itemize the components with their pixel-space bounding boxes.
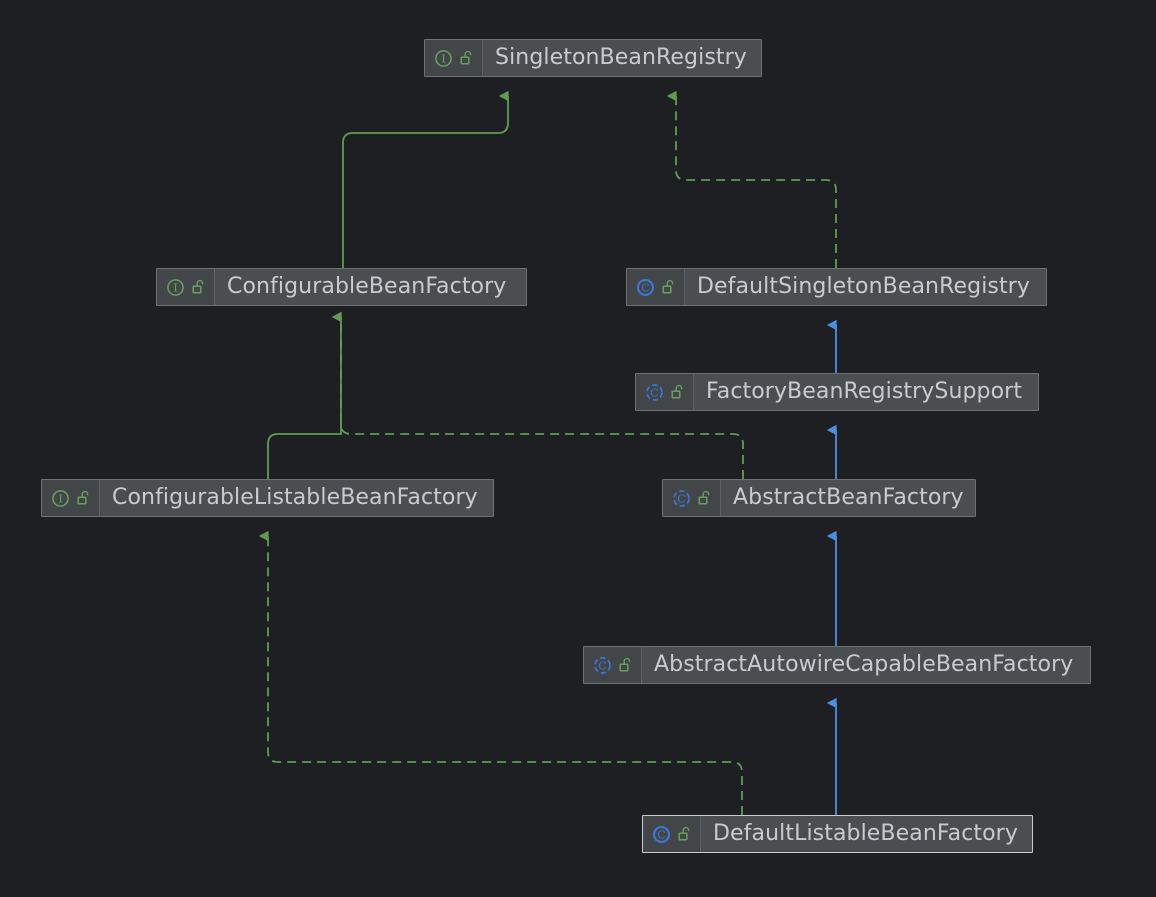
node-icon-gutter: C — [643, 816, 701, 852]
abstract-class-icon: C — [646, 383, 663, 401]
edge-default-singleton-bean-registry-implements-singleton-bean-registry[interactable] — [666, 90, 837, 268]
interface-icon: I — [435, 49, 452, 67]
node-label: ConfigurableBeanFactory — [227, 274, 507, 299]
uml-node-abstract-bean-factory[interactable]: C AbstractBeanFactory — [662, 479, 976, 517]
uml-node-default-listable-bean-factory[interactable]: C DefaultListableBeanFactory — [642, 815, 1033, 853]
node-icon-gutter: I — [42, 480, 100, 516]
node-icon-gutter: C — [627, 269, 685, 305]
abstract-class-icon: C — [673, 489, 690, 507]
node-icon-gutter: I — [425, 40, 483, 76]
node-icon-gutter: C — [584, 647, 642, 683]
svg-text:C: C — [650, 386, 658, 399]
svg-text:I: I — [173, 281, 177, 294]
node-label: SingletonBeanRegistry — [495, 45, 747, 70]
unlocked-padlock-icon — [678, 826, 690, 841]
svg-text:C: C — [677, 492, 685, 505]
unlocked-padlock-icon — [698, 490, 710, 505]
node-label: ConfigurableListableBeanFactory — [112, 485, 478, 510]
unlocked-padlock-icon — [77, 490, 89, 505]
svg-text:C: C — [641, 281, 649, 294]
interface-icon: I — [52, 489, 69, 507]
interface-icon: I — [167, 278, 184, 296]
unlocked-padlock-icon — [460, 50, 472, 65]
svg-text:C: C — [657, 828, 665, 841]
unlocked-padlock-icon — [662, 279, 674, 294]
svg-text:C: C — [598, 659, 606, 672]
uml-node-singleton-bean-registry[interactable]: I SingletonBeanRegistry — [424, 39, 762, 77]
svg-text:I: I — [441, 52, 445, 65]
node-label: DefaultSingletonBeanRegistry — [697, 274, 1030, 299]
unlocked-padlock-icon — [192, 279, 204, 294]
node-label: AbstractBeanFactory — [733, 485, 964, 510]
uml-node-default-singleton-bean-registry[interactable]: C DefaultSingletonBeanRegistry — [626, 268, 1047, 306]
unlocked-padlock-icon — [619, 657, 631, 672]
uml-node-configurable-bean-factory[interactable]: I ConfigurableBeanFactory — [156, 268, 527, 306]
node-label: FactoryBeanRegistrySupport — [706, 379, 1023, 404]
class-icon: C — [652, 825, 671, 843]
edge-configurable-bean-factory-extends-singleton-bean-registry[interactable] — [342, 90, 509, 268]
node-label: DefaultListableBeanFactory — [713, 821, 1018, 846]
edge-configurable-listable-bean-factory-extends-configurable-bean-factory[interactable] — [267, 311, 342, 479]
svg-text:I: I — [58, 492, 62, 505]
node-icon-gutter: I — [157, 269, 215, 305]
uml-node-configurable-listable-bean-factory[interactable]: I ConfigurableListableBeanFactory — [41, 479, 494, 517]
node-label: AbstractAutowireCapableBeanFactory — [654, 652, 1074, 677]
class-icon: C — [636, 278, 655, 296]
node-icon-gutter: C — [636, 374, 694, 410]
node-icon-gutter: C — [663, 480, 721, 516]
uml-node-factory-bean-registry-support[interactable]: C FactoryBeanRegistrySupport — [635, 373, 1039, 411]
unlocked-padlock-icon — [671, 384, 683, 399]
abstract-class-icon: C — [594, 656, 611, 674]
uml-node-abstract-autowire-capable-bean-factory[interactable]: C AbstractAutowireCapableBeanFactory — [583, 646, 1091, 684]
